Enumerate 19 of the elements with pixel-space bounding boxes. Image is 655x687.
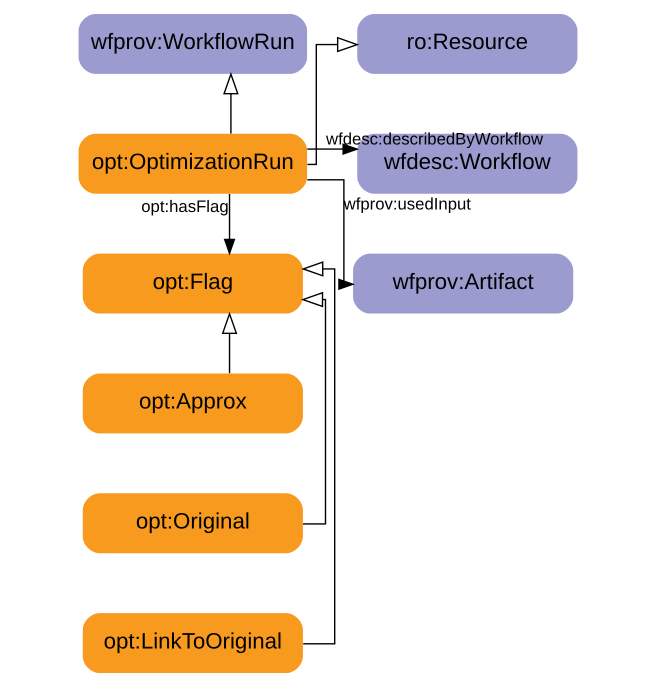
arrow [306, 36, 359, 166]
node-box: opt:Original [82, 493, 302, 554]
edge-label: opt:hasFlag [140, 196, 228, 216]
arrow [300, 261, 335, 644]
node-box: opt:Flag [82, 254, 302, 314]
arrow [221, 312, 237, 374]
arrow [306, 179, 354, 290]
node-box: opt:Approx [82, 373, 302, 434]
edge-label: wfprov:usedInput [343, 194, 470, 214]
node-box: wfprov:Artifact [352, 254, 573, 314]
arrow [222, 72, 238, 134]
node-box: opt:LinkToOriginal [82, 613, 302, 674]
arrow [306, 143, 359, 155]
node-box: wfprov:WorkflowRun [78, 14, 307, 74]
node-box: opt:OptimizationRun [78, 134, 307, 194]
arrow [300, 292, 326, 525]
arrow [223, 194, 235, 256]
node-box: ro:Resource [356, 14, 577, 74]
edge-label: wfdesc:describedByWorkflow [326, 129, 543, 148]
